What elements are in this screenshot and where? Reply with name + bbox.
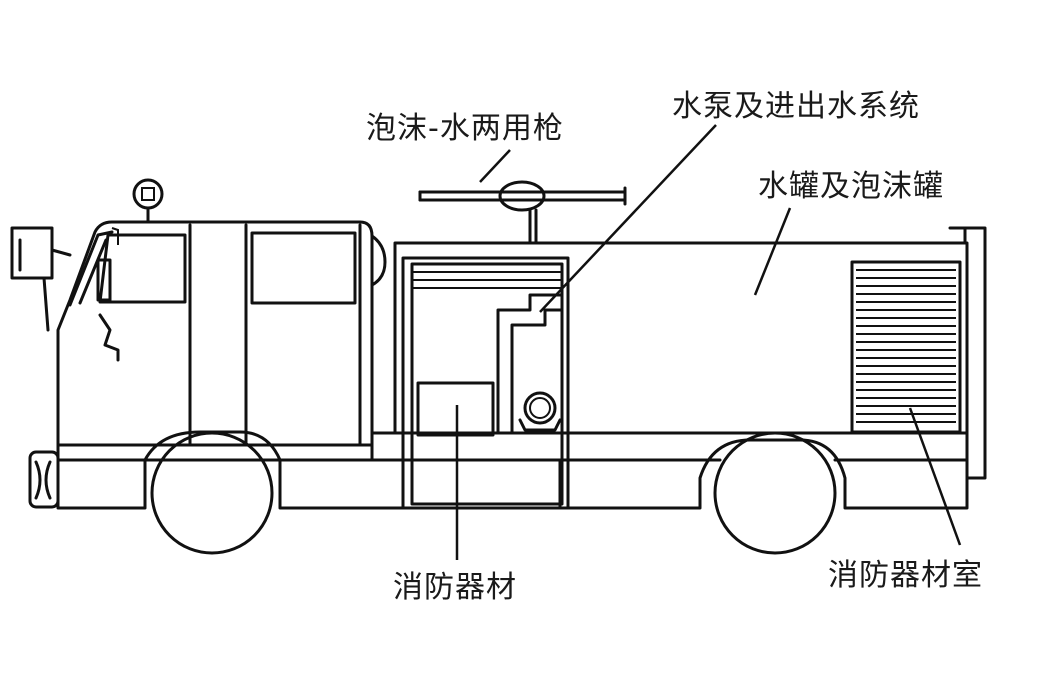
rear-wheel (713, 431, 837, 555)
leader-foam-water-gun (479, 149, 511, 183)
label-equipment: 消防器材 (393, 570, 517, 605)
label-equipment-room: 消防器材室 (828, 558, 983, 593)
label-tanks: 水罐及泡沫罐 (758, 169, 944, 204)
foam-water-gun (418, 180, 627, 245)
label-pump-system: 水泵及进出水系统 (672, 89, 920, 124)
leader-pump-system (539, 124, 717, 313)
cab (10, 178, 387, 510)
equipment-compartment (401, 256, 570, 510)
tank-body (370, 226, 987, 510)
leader-lines (455, 124, 962, 560)
front-wheel (150, 431, 274, 555)
leader-equipment-room (908, 407, 962, 546)
equipment-room (850, 260, 962, 434)
leader-tanks (753, 207, 792, 296)
label-foam-water-gun: 泡沫-水两用枪 (366, 111, 564, 146)
